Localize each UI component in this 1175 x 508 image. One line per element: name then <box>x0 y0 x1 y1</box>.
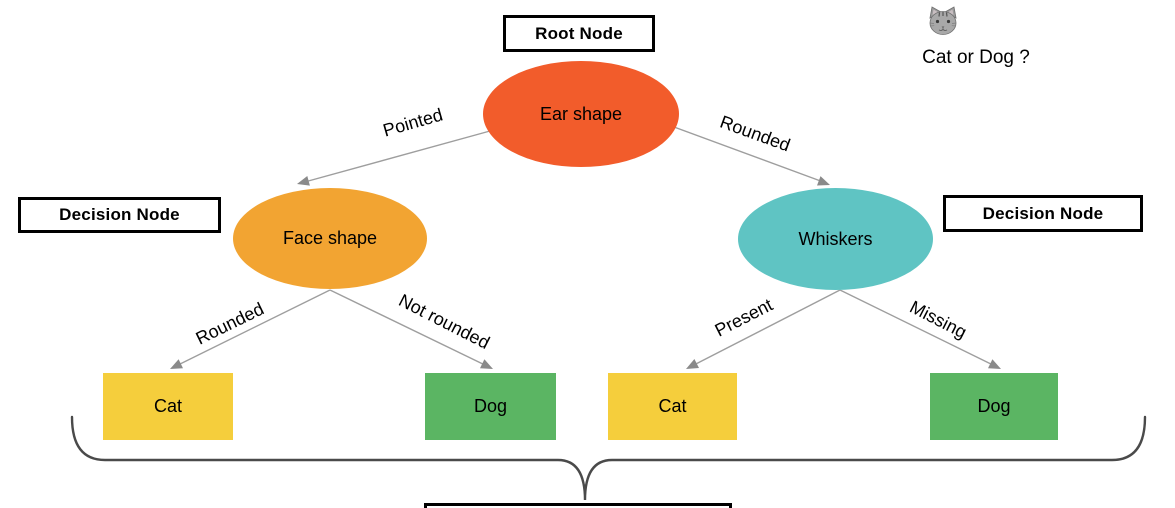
edge-root-to-right <box>673 126 827 184</box>
root-node-label: Root Node <box>535 23 623 43</box>
arrowhead-left-to-cat <box>170 359 183 369</box>
edge-right-to-cat <box>689 289 841 368</box>
edge-right-to-dog <box>839 289 998 368</box>
arrowhead-right-to-cat <box>686 359 699 369</box>
node-whiskers-label: Whiskers <box>798 228 873 249</box>
cat-face-icon <box>929 6 957 35</box>
decision-node-left-label: Decision Node <box>59 205 180 224</box>
arrowhead-left-to-dog <box>480 359 493 369</box>
leaf-dog-2: Dog <box>930 373 1058 440</box>
leaf-cat-1-label: Cat <box>153 396 182 416</box>
edge-left-to-dog <box>329 289 490 368</box>
node-whiskers: Whiskers <box>738 188 933 290</box>
leaves-brace <box>70 415 1147 501</box>
leaf-group-box-cutoff <box>424 503 732 508</box>
node-face-shape-label: Face shape <box>282 228 378 248</box>
decision-node-right-label-box: Decision Node <box>943 195 1143 232</box>
leaf-cat-1: Cat <box>103 373 233 440</box>
edge-root-to-left <box>300 130 491 184</box>
leaf-dog-1: Dog <box>425 373 556 440</box>
question-label: Cat or Dog ? <box>922 47 1030 68</box>
leaf-dog-1-label: Dog <box>473 396 508 416</box>
decision-node-right-label: Decision Node <box>982 203 1104 223</box>
edge-left-to-cat <box>173 289 331 368</box>
leaf-dog-2-label: Dog <box>977 396 1011 416</box>
node-ear-shape-label: Ear shape <box>539 103 623 124</box>
decision-node-left-label-box: Decision Node <box>18 197 221 233</box>
leaf-cat-2-label: Cat <box>658 396 687 416</box>
arrowhead-root-to-left <box>297 176 310 186</box>
root-node-label-box: Root Node <box>503 15 655 52</box>
node-face-shape: Face shape <box>233 188 427 289</box>
arrowhead-root-to-right <box>817 176 830 186</box>
arrowhead-right-to-dog <box>988 359 1001 369</box>
leaf-cat-2: Cat <box>608 373 737 440</box>
node-ear-shape: Ear shape <box>483 61 679 167</box>
